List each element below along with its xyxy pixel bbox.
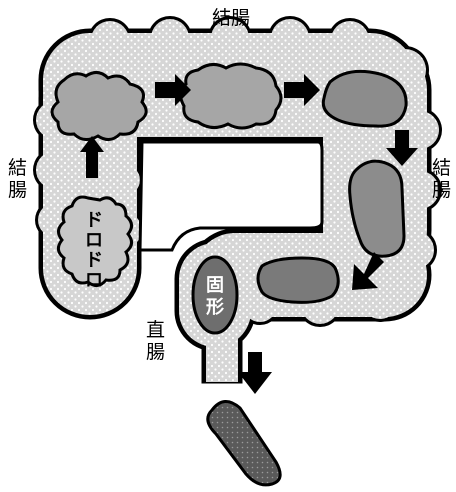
colon-left-label-1: 結 bbox=[8, 157, 27, 179]
excreted-stool bbox=[208, 401, 280, 484]
forming-stool-right bbox=[323, 71, 406, 126]
forming-stool-sigmoid bbox=[258, 258, 338, 302]
flow-arrow-icon bbox=[238, 352, 272, 394]
solid-label-1: 固 bbox=[206, 275, 224, 296]
watery-label-4: ロ bbox=[85, 270, 103, 291]
solid-label-2: 形 bbox=[206, 297, 224, 318]
rectum-label-2: 腸 bbox=[146, 341, 165, 363]
colon-left-label-2: 腸 bbox=[8, 179, 27, 201]
colon-top-label: 結腸 bbox=[212, 7, 250, 29]
colon-right-label-2: 腸 bbox=[432, 179, 451, 201]
watery-label-1: ド bbox=[85, 210, 103, 231]
watery-label-2: ロ bbox=[85, 230, 103, 251]
watery-label-3: ド bbox=[85, 250, 103, 271]
mushy-stool-middle bbox=[180, 64, 281, 128]
rectum-label-1: 直 bbox=[146, 319, 165, 341]
colon-right-label-1: 結 bbox=[432, 157, 451, 179]
